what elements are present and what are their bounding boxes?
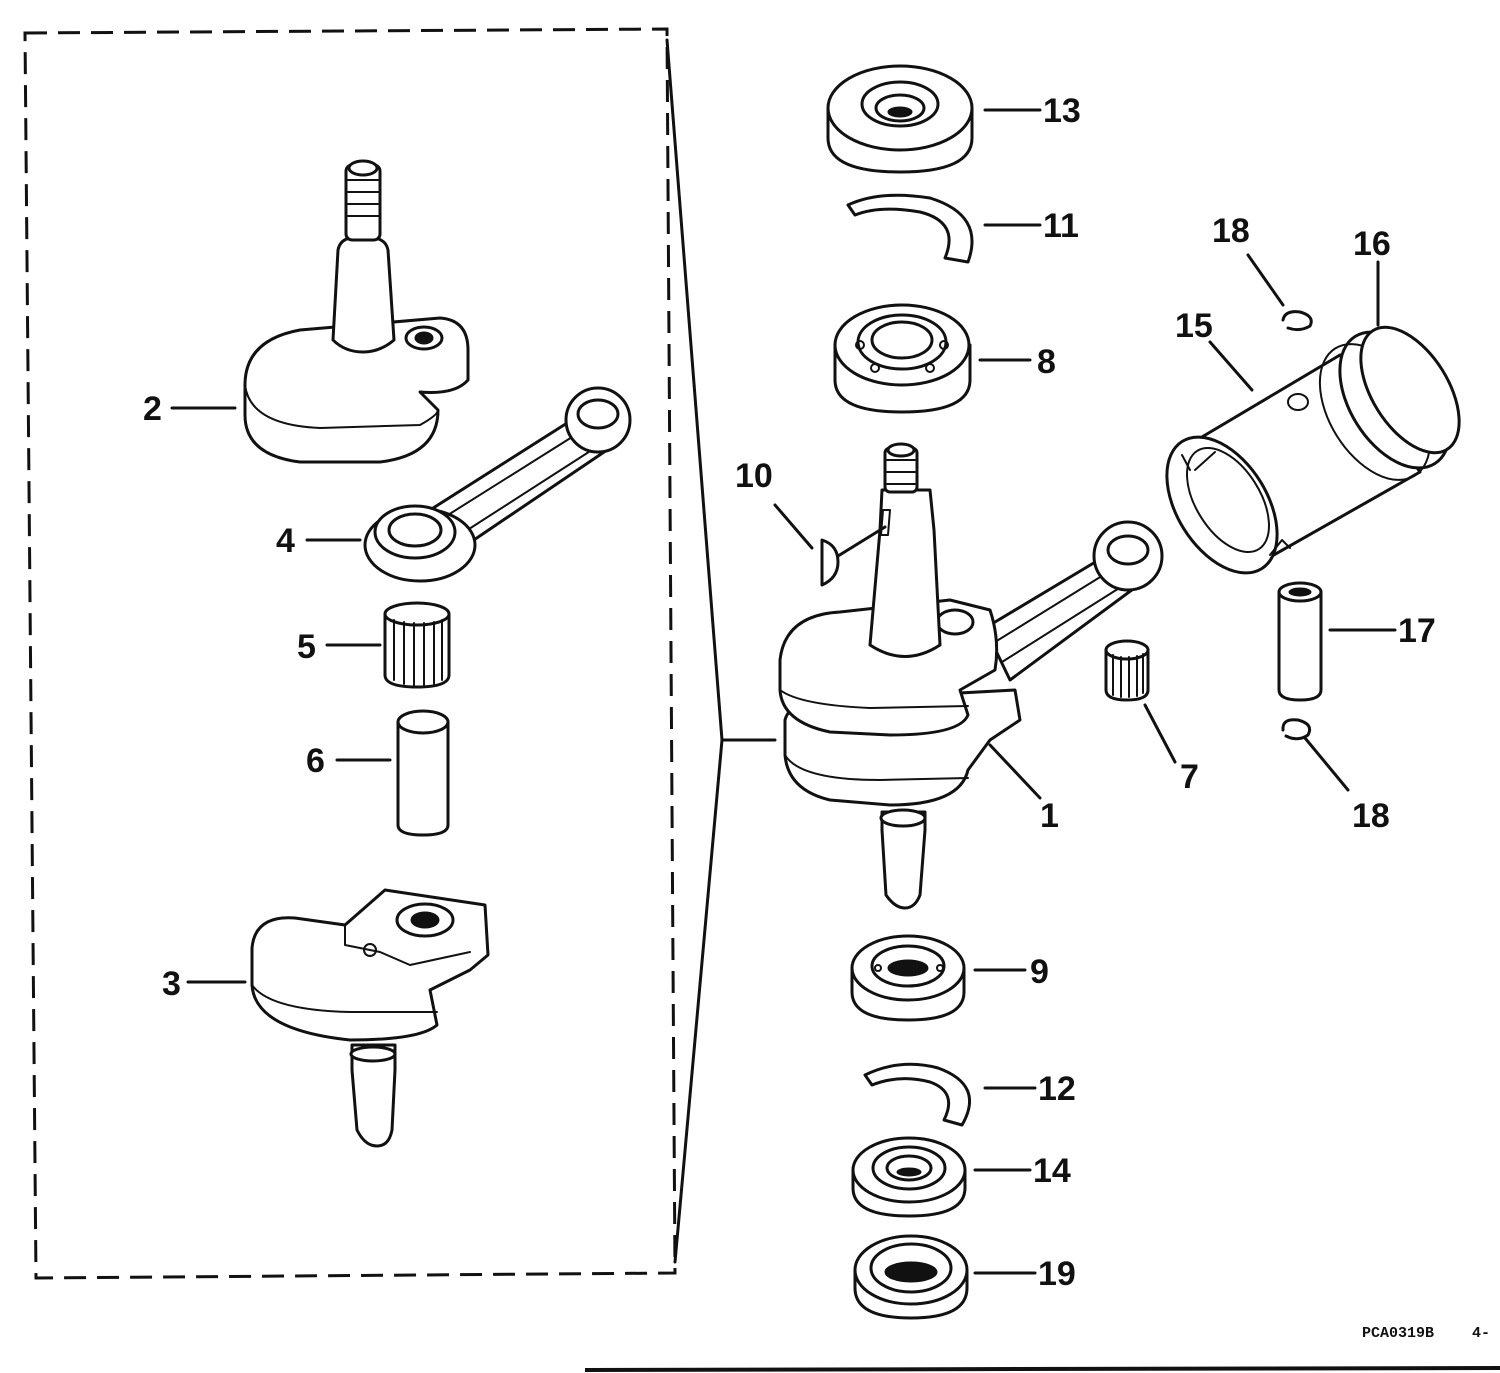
- needle-bearing-main: [1104, 639, 1150, 702]
- label-17: 17: [1398, 612, 1436, 650]
- label-5: 5: [297, 628, 316, 666]
- label-12: 12: [1038, 1070, 1076, 1108]
- leader-lines: [170, 108, 1397, 1275]
- label-6: 6: [306, 742, 325, 780]
- retaining-ring-lower: [863, 1062, 971, 1127]
- lower-crank-half: [250, 888, 490, 1148]
- label-18-upper: 18: [1212, 212, 1250, 250]
- ball-bearing-lower: [850, 934, 966, 1022]
- pin-clip-lower: [1281, 718, 1312, 741]
- needle-bearing-small: [383, 601, 451, 689]
- figure-code: PCA0319B: [1362, 1325, 1434, 1342]
- crankshaft-assembly: [778, 442, 1164, 910]
- label-15: 15: [1175, 307, 1213, 345]
- pin-clip-upper: [1281, 310, 1313, 332]
- label-8: 8: [1037, 343, 1056, 381]
- upper-crank-half: [243, 159, 470, 464]
- retaining-ring-upper: [846, 193, 974, 264]
- seal-lower: [853, 1234, 969, 1320]
- crank-pin: [396, 709, 450, 837]
- label-1: 1: [1040, 797, 1059, 835]
- connecting-rod: [363, 386, 632, 583]
- subassembly-dashed-box: [23, 27, 677, 1280]
- label-14: 14: [1033, 1152, 1071, 1190]
- seal-upper: [826, 64, 974, 174]
- label-18-lower: 18: [1352, 797, 1390, 835]
- label-7: 7: [1180, 758, 1199, 796]
- label-10: 10: [735, 457, 773, 495]
- label-13: 13: [1043, 92, 1081, 130]
- label-9: 9: [1030, 953, 1049, 991]
- label-3: 3: [162, 965, 181, 1003]
- ball-bearing-upper: [833, 303, 972, 414]
- label-16: 16: [1353, 225, 1391, 263]
- page-number: 4-: [1472, 1325, 1490, 1342]
- label-4: 4: [276, 522, 295, 560]
- piston-pin: [1277, 581, 1323, 702]
- piston-ring: [1359, 325, 1461, 455]
- label-11: 11: [1043, 207, 1079, 245]
- bearing-lower: [851, 1136, 967, 1218]
- label-19: 19: [1038, 1255, 1076, 1293]
- woodruff-key: [820, 538, 840, 587]
- label-2: 2: [143, 390, 162, 428]
- bottom-rule: [584, 1366, 1500, 1372]
